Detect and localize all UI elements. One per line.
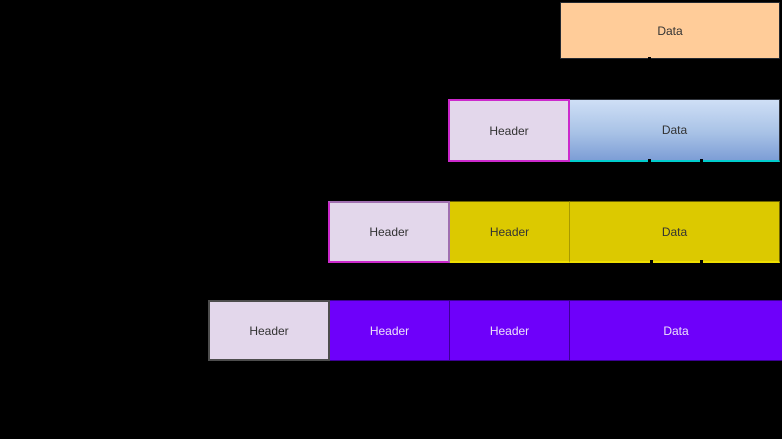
layer3-data-label: Data (661, 224, 688, 239)
layer3-header1-label: Header (369, 225, 409, 239)
layer4-data-label: Data (663, 323, 689, 338)
layer3-header2-label: Header (489, 224, 530, 239)
layer4-header3-label: Header (489, 323, 530, 338)
layer3-data-box: Data (570, 201, 780, 263)
layer2-data-box: Data (570, 99, 780, 162)
connector-tick (700, 260, 703, 263)
connector-tick (700, 159, 703, 162)
layer4-header1-label: Header (249, 323, 289, 338)
layer2-data-label: Data (661, 123, 688, 137)
layer2-header-label: Header (489, 123, 529, 138)
layer4-data-box: Data (570, 300, 782, 361)
layer1-data-box: Data (560, 2, 780, 59)
connector-tick (648, 159, 651, 162)
layer4-header3-box: Header (450, 300, 570, 361)
layer4-header2-label: Header (369, 323, 410, 338)
connector-tick (648, 57, 651, 60)
layer2-header-box: Header (448, 99, 570, 162)
layer3-header2-box: Header (450, 201, 570, 263)
layer4-header1-box: Header (208, 300, 330, 361)
layer4-header2-box: Header (330, 300, 450, 361)
connector-tick (650, 260, 653, 263)
layer3-header1-box: Header (328, 201, 450, 263)
layer1-data-label: Data (657, 23, 683, 38)
